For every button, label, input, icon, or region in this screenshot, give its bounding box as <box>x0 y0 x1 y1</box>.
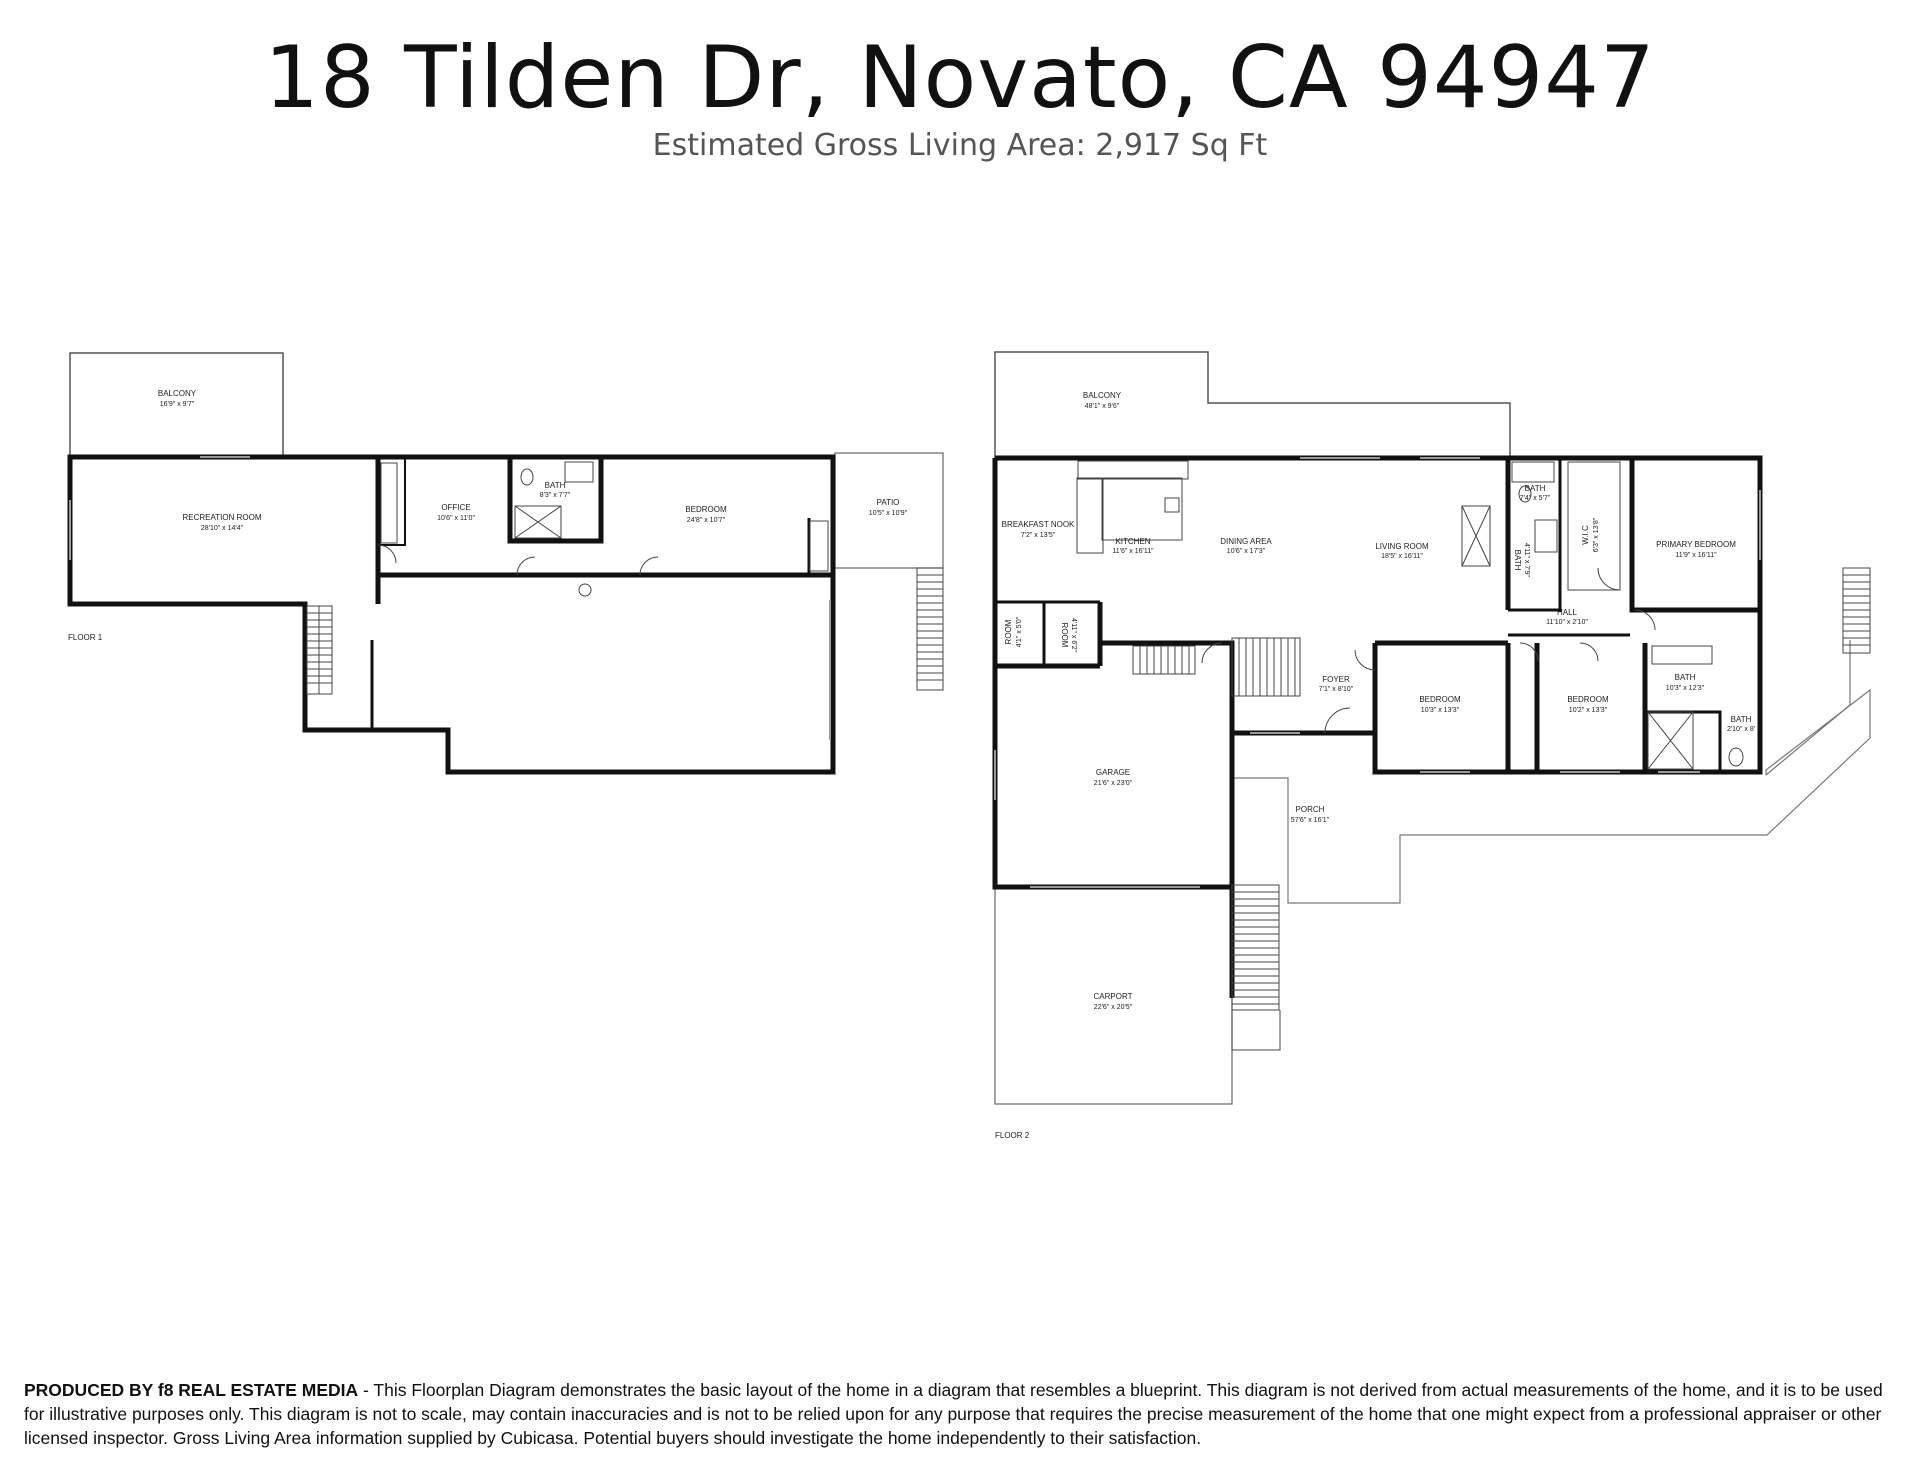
floor2-stairs <box>1132 637 1301 1051</box>
floor2-bath4-name: BATH <box>1731 715 1752 724</box>
floor1-patio-stairs <box>916 567 944 691</box>
gross-living-area: Estimated Gross Living Area: 2,917 Sq Ft <box>652 128 1268 163</box>
disclaimer: PRODUCED BY f8 REAL ESTATE MEDIA - This … <box>24 1378 1896 1450</box>
floor2-foyer-dims: 7'1" x 8'10" <box>1319 686 1354 693</box>
floor2-bedroom2-dims: 10'2" x 13'3" <box>1569 707 1608 714</box>
floor1-office-dims: 10'6" x 11'0" <box>437 515 475 522</box>
floor2-primary-name: PRIMARY BEDROOM <box>1656 540 1736 549</box>
floor2-bedroom1-dims: 10'3" x 13'3" <box>1421 707 1460 714</box>
floor2-kitchen-dims: 11'6" x 16'11" <box>1112 548 1154 555</box>
floor2-bath3-dims: 10'3" x 12'3" <box>1666 685 1705 692</box>
floor2-bath1-name: BATH <box>1525 484 1546 493</box>
floor2-hall-name: HALL <box>1557 608 1578 617</box>
floor2-garage-dims: 21'6" x 23'0" <box>1094 780 1133 787</box>
floor2-living-name: LIVING ROOM <box>1375 542 1429 551</box>
floor1-bedroom-dims: 24'8" x 10'7" <box>687 517 726 524</box>
floor2-foyer-name: FOYER <box>1322 675 1350 684</box>
floor1-plan: BALCONY 16'9" x 9'7" RECREATION ROOM 28'… <box>67 352 944 775</box>
floor2-wic-name: W.I.C <box>1581 525 1590 545</box>
floor2-living-dims: 18'5" x 16'11" <box>1381 553 1423 560</box>
floor2-dining-dims: 10'6" x 17'3" <box>1227 548 1266 555</box>
floor2-fixtures <box>1076 460 1744 770</box>
floor1-windows <box>69 456 831 740</box>
floor2-doors <box>1201 567 1656 734</box>
floor2-porch-outline <box>1231 640 1871 904</box>
floor2-room1-dims: 4'1" x 5'0" <box>1016 616 1023 647</box>
property-address: 18 Tilden Dr, Novato, CA 94947 <box>264 28 1656 128</box>
floor2-walls <box>992 455 1763 998</box>
floor2-room1-name: ROOM <box>1004 619 1013 644</box>
floor2-porch-dims: 57'6" x 16'1" <box>1291 817 1330 824</box>
floor2-bedroom2-name: BEDROOM <box>1567 695 1609 704</box>
floor2-balcony-dims: 48'1" x 9'6" <box>1085 403 1120 410</box>
floor2-bath1-dims: 7'4" x 5'7" <box>1520 495 1551 502</box>
floor2-primary-dims: 11'9" x 16'11" <box>1675 552 1717 559</box>
floor2-breakfast-name: BREAKFAST NOOK <box>1002 520 1075 529</box>
floor2-bath3-name: BATH <box>1675 673 1696 682</box>
floor1-labels: BALCONY 16'9" x 9'7" RECREATION ROOM 28'… <box>158 389 908 532</box>
floor1-recreation-dims: 28'10" x 14'4" <box>201 525 244 532</box>
floor1-bath-fixtures <box>514 461 594 539</box>
floor1-recreation-name: RECREATION ROOM <box>183 513 262 522</box>
floor2-hall-dims: 11'10" x 2'10" <box>1546 619 1588 626</box>
floor1-balcony-dims: 16'9" x 9'7" <box>160 401 195 408</box>
floor1-bath-dims: 8'3" x 7'7" <box>540 492 571 499</box>
floor1-walls <box>67 454 836 775</box>
floor1-office-name: OFFICE <box>441 503 470 512</box>
floor1-bedroom-name: BEDROOM <box>685 505 727 514</box>
floor2-balcony-name: BALCONY <box>1083 391 1122 400</box>
floor1-bath-name: BATH <box>545 481 566 490</box>
floor1-patio-dims: 10'5" x 10'9" <box>869 510 908 517</box>
floor2-dining-name: DINING AREA <box>1220 537 1272 546</box>
floor2-labels: BALCONY 48'1" x 9'6" BREAKFAST NOOK 7'2"… <box>1002 391 1755 1011</box>
floor2-plan: BALCONY 48'1" x 9'6" BREAKFAST NOOK 7'2"… <box>992 351 1871 1140</box>
floor2-bath4-dims: 2'10" x 8' <box>1727 726 1755 733</box>
floor2-room2-name: ROOM <box>1060 623 1069 648</box>
floor2-kitchen-name: KITCHEN <box>1115 537 1150 546</box>
floor2-label: FLOOR 2 <box>995 1131 1030 1140</box>
floor2-windows <box>994 457 1761 888</box>
floor2-wic-dims: 6'3" x 13'8" <box>1593 517 1600 552</box>
floor2-side-stairs <box>1842 567 1871 654</box>
floor1-patio-name: PATIO <box>877 498 900 507</box>
floor2-breakfast-dims: 7'2" x 13'5" <box>1021 532 1056 539</box>
floor1-stairs <box>306 605 333 695</box>
floor2-balcony-outline <box>994 351 1511 458</box>
floor1-details <box>377 462 829 597</box>
floor2-porch-name: PORCH <box>1296 805 1325 814</box>
floor2-bedroom1-name: BEDROOM <box>1419 695 1461 704</box>
floor2-bath2-name: BATH <box>1513 550 1522 571</box>
floor1-balcony-name: BALCONY <box>158 389 197 398</box>
floor2-carport-dims: 22'6" x 20'5" <box>1094 1004 1133 1011</box>
disclaimer-text: - This Floorplan Diagram demonstrates th… <box>24 1380 1883 1448</box>
floor1-label: FLOOR 1 <box>68 633 103 642</box>
floor2-room2-dims: 4'11" x 6'2" <box>1070 618 1077 652</box>
floor2-garage-name: GARAGE <box>1096 768 1130 777</box>
producer-credit: PRODUCED BY f8 REAL ESTATE MEDIA <box>24 1380 359 1400</box>
floor2-carport-name: CARPORT <box>1094 992 1133 1001</box>
floor2-bath2-dims: 4'11" x 7'9" <box>1523 543 1530 577</box>
